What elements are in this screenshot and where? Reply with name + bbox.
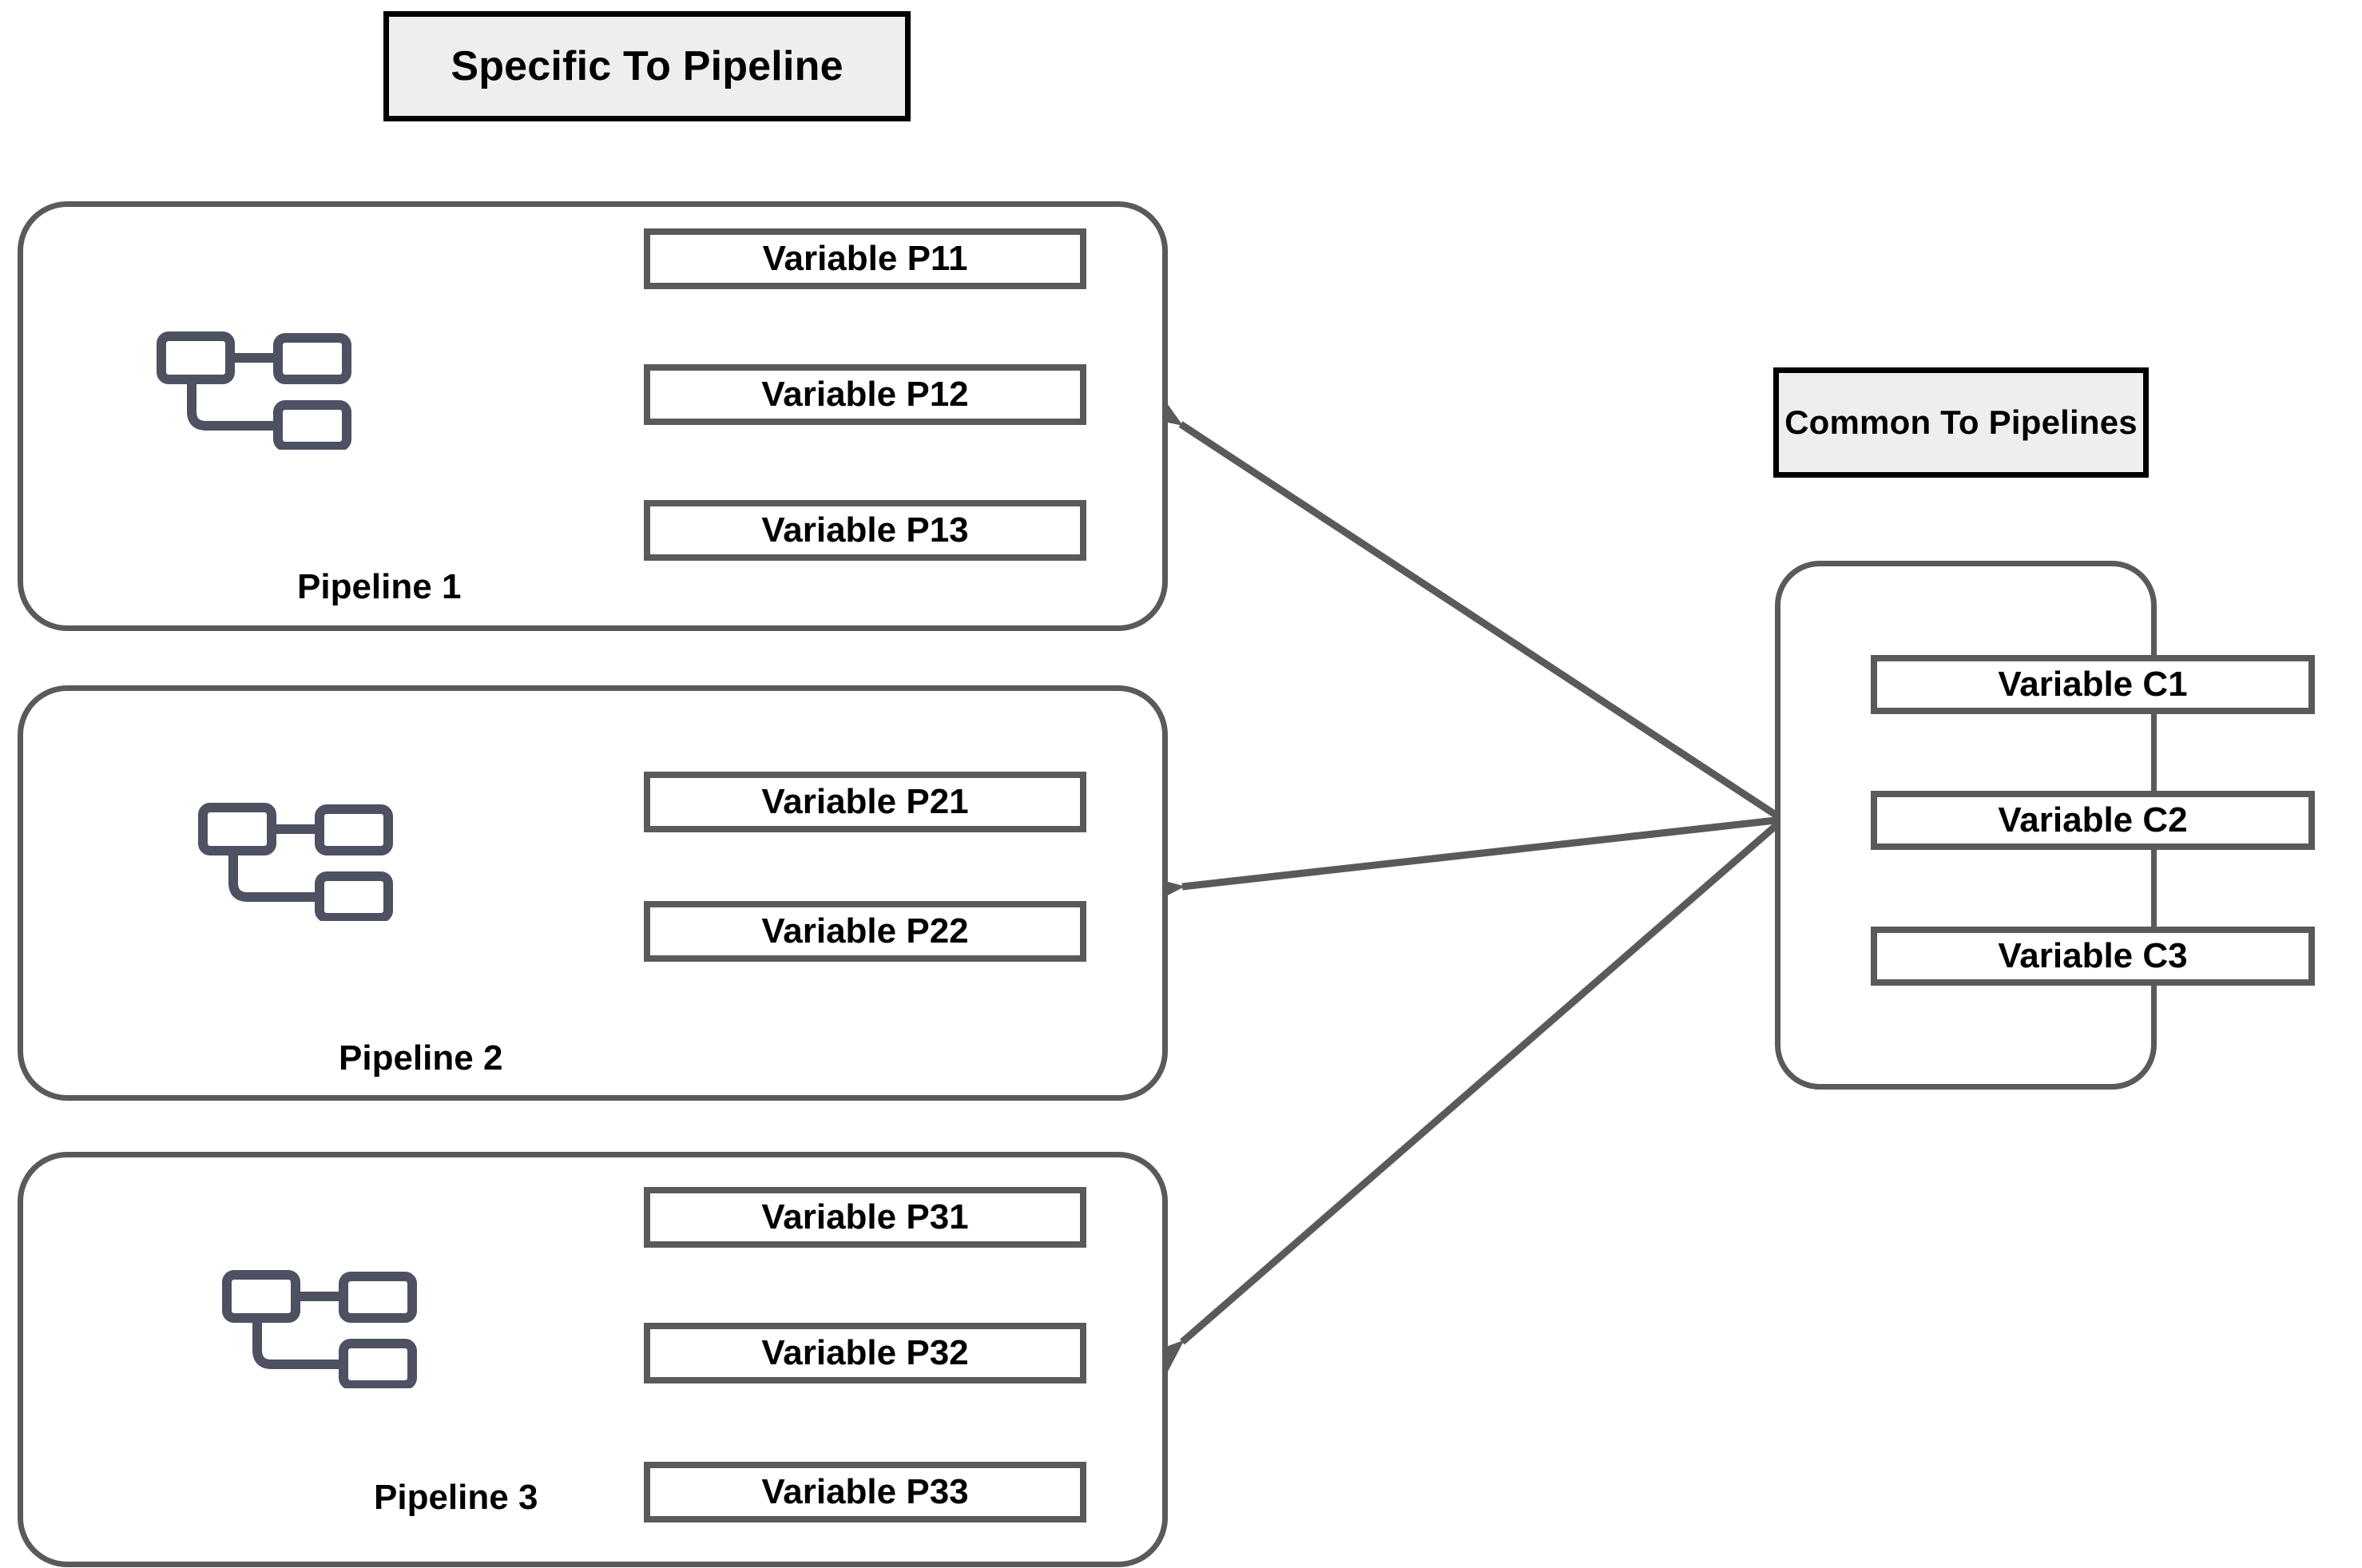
variable-box: Variable P22	[644, 901, 1086, 962]
variable-label: Variable C1	[1998, 665, 2188, 704]
variable-box: Variable P32	[644, 1323, 1086, 1383]
arrow-common-to-pipeline-3	[1118, 816, 1785, 1402]
variable-box: Variable C2	[1871, 791, 2315, 850]
section-header-common-to-pipelines: Common To Pipelines	[1773, 367, 2149, 478]
pipeline-group-2	[18, 685, 1168, 1101]
variable-box: Variable P12	[644, 364, 1086, 425]
pipeline-hierarchy-icon	[157, 331, 351, 450]
pipeline-hierarchy-icon	[222, 1270, 417, 1388]
section-header-specific-to-pipeline: Specific To Pipeline	[383, 11, 911, 121]
pipeline-caption-1: Pipeline 1	[297, 567, 462, 606]
variable-box: Variable P21	[644, 772, 1086, 832]
variable-box: Variable P33	[644, 1462, 1086, 1522]
variable-label: Variable C2	[1998, 800, 2188, 840]
arrow-common-to-pipeline-1	[1115, 369, 1785, 823]
variable-label: Variable C3	[1998, 936, 2188, 975]
variable-box: Variable P11	[644, 228, 1086, 289]
arrow-common-to-pipeline-2	[1117, 816, 1784, 919]
section-header-common-label: Common To Pipelines	[1784, 403, 2138, 441]
variable-label: Variable P12	[761, 375, 969, 414]
pipeline-hierarchy-icon	[198, 803, 393, 921]
variable-label: Variable P33	[761, 1472, 969, 1511]
variable-box: Variable P31	[644, 1187, 1086, 1248]
variable-label: Variable P21	[761, 782, 969, 821]
variable-box: Variable P13	[644, 500, 1086, 561]
section-header-specific-label: Specific To Pipeline	[451, 43, 844, 89]
variable-label: Variable P22	[761, 911, 969, 951]
pipeline-caption-2: Pipeline 2	[339, 1038, 503, 1078]
variable-label: Variable P11	[762, 239, 968, 278]
variable-box: Variable C1	[1871, 655, 2315, 714]
variable-box: Variable C3	[1871, 927, 2315, 986]
pipeline-caption-3: Pipeline 3	[374, 1478, 538, 1517]
variable-label: Variable P13	[761, 510, 969, 550]
variable-label: Variable P31	[761, 1197, 969, 1237]
variable-label: Variable P32	[761, 1333, 969, 1372]
